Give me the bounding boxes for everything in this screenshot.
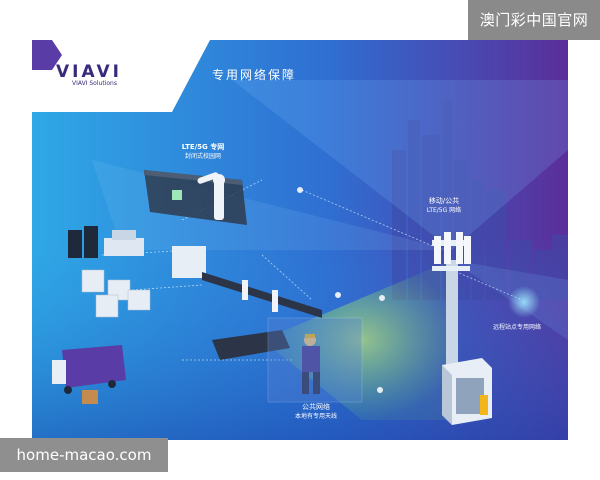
server-cabinet [442,358,492,425]
label-remote-site: 远程站点专用网络 [472,324,562,332]
label-private-network-sub: 封闭式校园网 [168,153,238,161]
5g-badge-text: 5G [136,65,153,78]
poster-art [32,40,568,440]
label-private-network-title: LTE/5G 专网 [168,143,238,152]
brand-subtitle: VIAVI Solutions [72,80,117,87]
page-title: 专用网络保障 [212,68,296,83]
label-mobile-public-2: LTE/5G 网络 [414,207,474,215]
watermark-top: 澳门彩中国官网 [468,0,600,40]
brand-logo: VIAVI [56,62,122,82]
remote-site-glow [508,286,540,318]
label-mobile-public-1: 移动/公共 [414,197,474,206]
label-public-network-2: 本地有专用天线 [276,413,356,421]
label-public-network-1: 公共网络 [276,403,356,412]
poster: VIAVI VIAVI Solutions 5G 专用网络保障 LTE/5G 专… [32,40,568,440]
5g-badge-icon [32,40,62,70]
watermark-bottom: home-macao.com [0,438,168,472]
public-network-box [268,318,362,402]
